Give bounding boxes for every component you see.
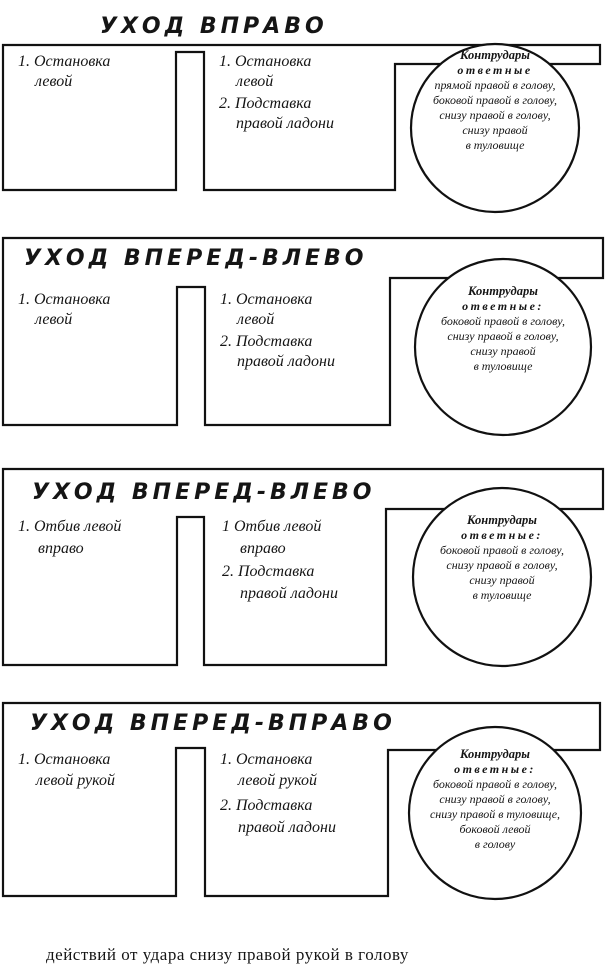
block-3-outline	[1, 467, 605, 668]
block-2-circle-line-4: снизу правой в голову,	[447, 329, 559, 343]
block-1-circle-line-1: Контрудары	[460, 48, 530, 62]
block-2-circle-line-5: снизу правой	[470, 344, 536, 358]
block-4-circle-line-6: боковой левой	[459, 822, 531, 836]
block-4-title: УХОД ВПЕРЕД-ВПРАВО	[30, 711, 396, 736]
block-2-mid-line-4: правой ладони	[237, 353, 335, 370]
block-3-left-line-1: 1. Отбив левой	[18, 518, 122, 535]
block-1-mid-line-3: 2. Подставка	[219, 95, 312, 112]
block-2-title: УХОД ВПЕРЕД-ВЛЕВО	[24, 246, 368, 271]
block-2-circle-line-3: боковой правой в голову,	[440, 314, 566, 328]
block-4-circle-line-1: Контрудары	[460, 747, 530, 761]
block-3-circle-line-6: в туловище	[472, 588, 532, 602]
block-2-left-line-1: 1. Остановка	[18, 291, 111, 308]
block-2-left-line-2: левой	[35, 311, 73, 328]
block-3-left-line-2: вправо	[38, 540, 84, 557]
block-4-circle-line-4: снизу правой в голову,	[439, 792, 551, 806]
block-3-mid-line-1: 1 Отбив левой	[222, 518, 322, 535]
block-2-circle-line-2: ответные:	[462, 299, 544, 313]
block-1-title: УХОД ВПРАВО	[100, 14, 328, 39]
block-1-left-line-2: левой	[35, 73, 73, 90]
block-1-circle-line-3: прямой правой в голову,	[434, 78, 556, 92]
block-2-mid-line-2: левой	[237, 311, 275, 328]
block-4-outline	[1, 701, 602, 901]
block-4-circle-line-5: снизу правой в туловище,	[429, 807, 561, 821]
block-2-mid-line-3: 2. Подставка	[220, 333, 313, 350]
block-4-mid-line-2: левой рукой	[238, 772, 317, 789]
block-1-mid-line-1: 1. Остановка	[219, 53, 312, 70]
block-1-circle-line-2: ответные	[457, 63, 533, 77]
block-3-circle-line-5: снизу правой	[469, 573, 535, 587]
block-4-circle-line-3: боковой правой в голову,	[432, 777, 558, 791]
block-1-mid-line-4: правой ладони	[236, 115, 334, 132]
block-3-mid-line-2: вправо	[240, 540, 286, 557]
block-4-circle-line-7: в голову	[474, 837, 516, 851]
block-2-mid-line-1: 1. Остановка	[220, 291, 313, 308]
block-1-circle-line-4: боковой правой в голову,	[432, 93, 558, 107]
block-2-circle-text: Контрудары ответные: боковой правой в го…	[419, 284, 587, 374]
block-3-circle-line-4: снизу правой в голову,	[446, 558, 558, 572]
block-4-left-line-2: левой рукой	[36, 772, 115, 789]
block-4-mid-line-4: правой ладони	[238, 819, 336, 836]
block-1-mid-line-2: левой	[236, 73, 274, 90]
block-3-circle-line-3: боковой правой в голову,	[439, 543, 565, 557]
block-1-circle-line-7: в туловище	[465, 138, 525, 152]
caption: действий от удара снизу правой рукой в г…	[46, 945, 409, 964]
block-3-mid-line-4: правой ладони	[240, 585, 338, 602]
block-4-circle-line-2: ответные:	[454, 762, 536, 776]
block-2-circle-line-6: в туловище	[473, 359, 533, 373]
block-3-title: УХОД ВПЕРЕД-ВЛЕВО	[32, 480, 376, 505]
block-3-mid-line-3: 2. Подставка	[222, 563, 315, 580]
block-2-circle-line-1: Контрудары	[468, 284, 538, 298]
block-3-circle-text: Контрудары ответные: боковой правой в го…	[418, 513, 586, 603]
block-4-left-line-1: 1. Остановка	[18, 751, 111, 768]
block-4-mid-line-1: 1. Остановка	[220, 751, 313, 768]
block-4-circle-text: Контрудары ответные: боковой правой в го…	[411, 747, 579, 852]
block-2-outline	[1, 236, 605, 437]
block-1-circle-line-6: снизу правой	[462, 123, 528, 137]
block-3-circle-line-2: ответные:	[461, 528, 543, 542]
block-1-circle-line-5: снизу правой в голову,	[439, 108, 551, 122]
block-1-outline	[1, 42, 602, 214]
block-4-mid-line-3: 2. Подставка	[220, 797, 313, 814]
block-3-circle-line-1: Контрудары	[467, 513, 537, 527]
block-1-circle-text: Контрудары ответные прямой правой в голо…	[411, 48, 579, 153]
block-1-left-line-1: 1. Остановка	[18, 53, 111, 70]
